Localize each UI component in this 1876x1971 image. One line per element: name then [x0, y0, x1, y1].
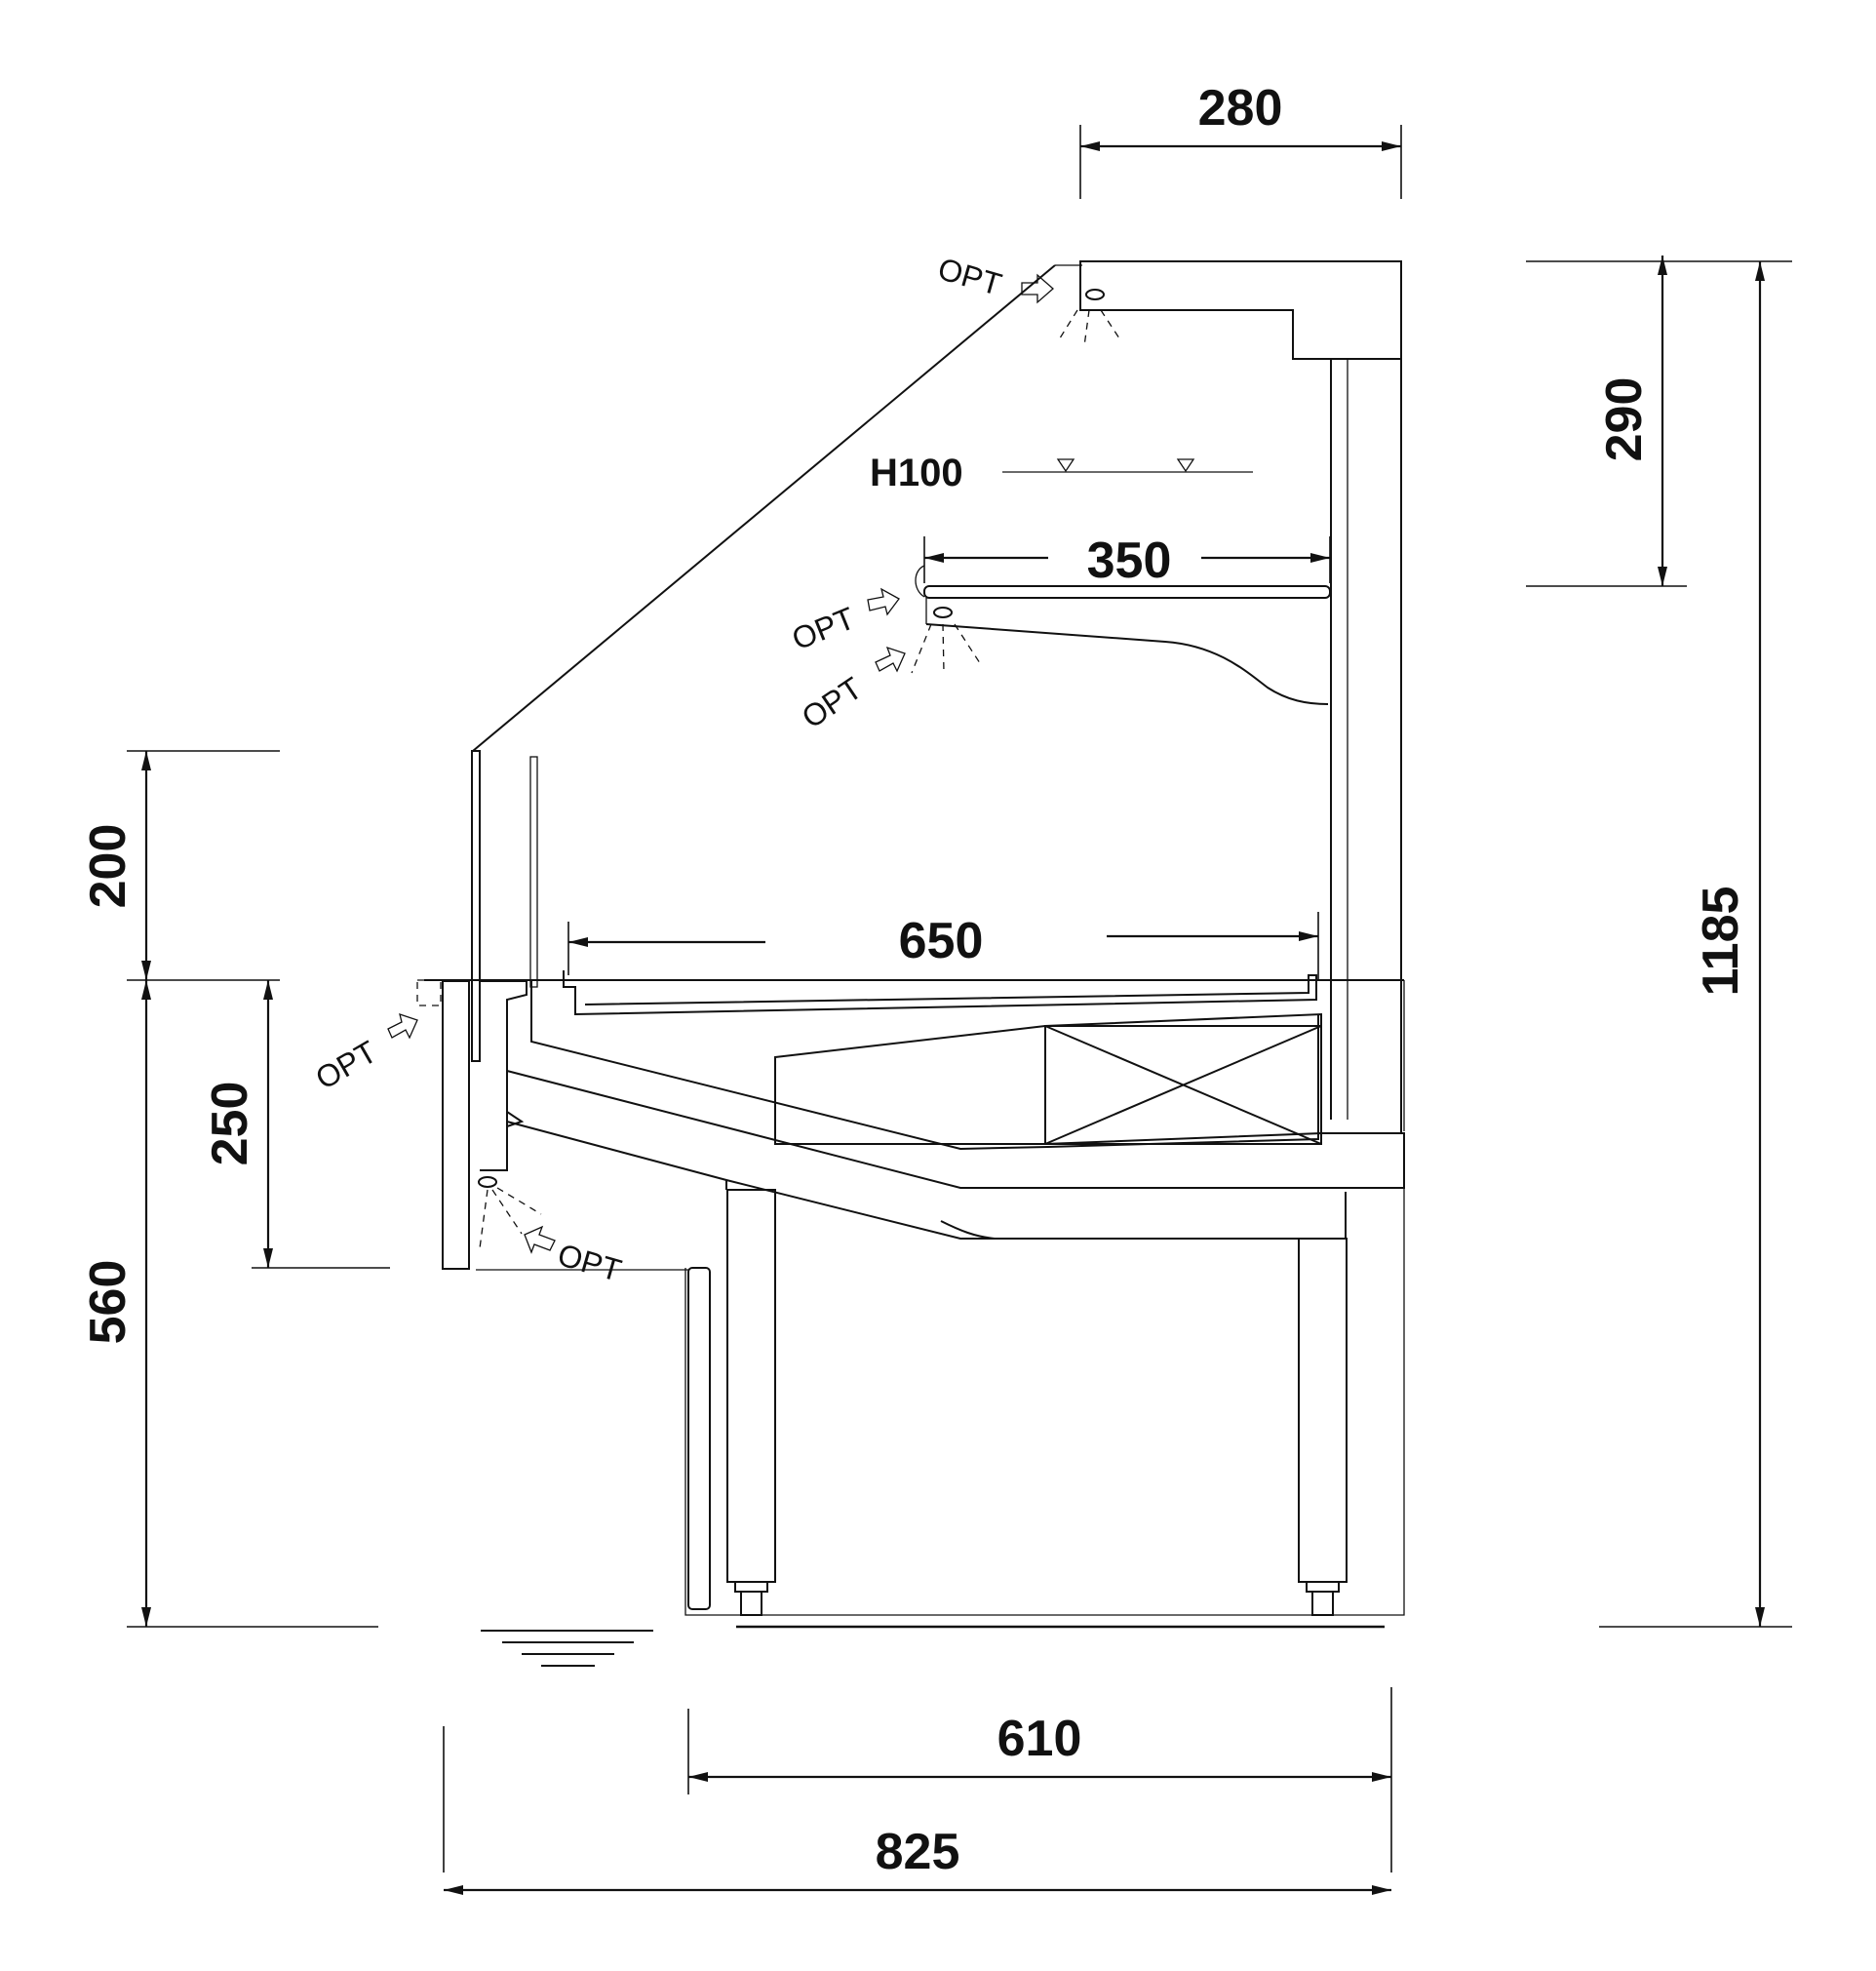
option-labels: OPT OPT OPT OPT OPT — [310, 251, 1006, 1288]
dim-front-height-label: 250 — [202, 1082, 258, 1166]
display-pan — [563, 970, 1317, 1016]
front-glass-panel — [471, 750, 481, 1062]
sloped-front-glass — [472, 264, 1056, 752]
front-leg — [726, 1189, 776, 1583]
arrow-icon — [387, 1013, 418, 1040]
arrow-icon — [524, 1225, 556, 1254]
rear-leg — [1298, 1238, 1348, 1583]
shelf-bracket — [925, 623, 1329, 705]
top-canopy — [1079, 260, 1402, 360]
arrow-icon — [1021, 273, 1054, 304]
opt-label-shelf-lower: OPT — [796, 670, 869, 735]
arrow-icon — [875, 646, 906, 673]
inner-glass-panel — [529, 756, 538, 988]
opt-label-canopy: OPT — [934, 251, 1005, 302]
dim-canopy-height-label: 290 — [1596, 377, 1653, 462]
dim-top-width-label: 280 — [1198, 80, 1283, 137]
light-icon — [478, 1176, 497, 1188]
dimension-lines: 280 290 1185 350 650 200 560 — [80, 80, 1792, 1895]
dim-total-height-label: 1185 — [1693, 887, 1749, 997]
lower-front-panel — [687, 1267, 711, 1610]
under-structure — [506, 1121, 1346, 1240]
dim-total-depth-label: 825 — [876, 1824, 960, 1880]
evaporator-box — [774, 1012, 1322, 1145]
opt-label-shelf-upper: OPT — [787, 600, 859, 656]
light-icon — [1085, 289, 1105, 300]
opt-label-front: OPT — [310, 1034, 383, 1096]
middle-shelf — [923, 585, 1331, 599]
option-arrows — [387, 273, 1054, 1254]
opt-label-bottom: OPT — [554, 1237, 625, 1288]
option-box — [416, 979, 442, 1006]
dim-counter-height-label: 560 — [80, 1260, 137, 1345]
dim-shelf-depth-label: 350 — [1087, 532, 1172, 589]
light-icon — [933, 607, 953, 618]
light-fixtures — [416, 289, 1122, 1249]
dim-display-depth-label: 650 — [899, 913, 984, 969]
front-frame — [480, 980, 528, 1171]
arrow-icon — [867, 587, 900, 616]
dim-glass-height-label: 200 — [80, 824, 137, 909]
front-panel — [442, 980, 470, 1270]
shelf-level-label: H100 — [870, 452, 963, 494]
tank-bottom — [530, 981, 1319, 1151]
dim-base-depth-label: 610 — [997, 1711, 1082, 1767]
cabinet-outline — [424, 260, 1405, 1667]
